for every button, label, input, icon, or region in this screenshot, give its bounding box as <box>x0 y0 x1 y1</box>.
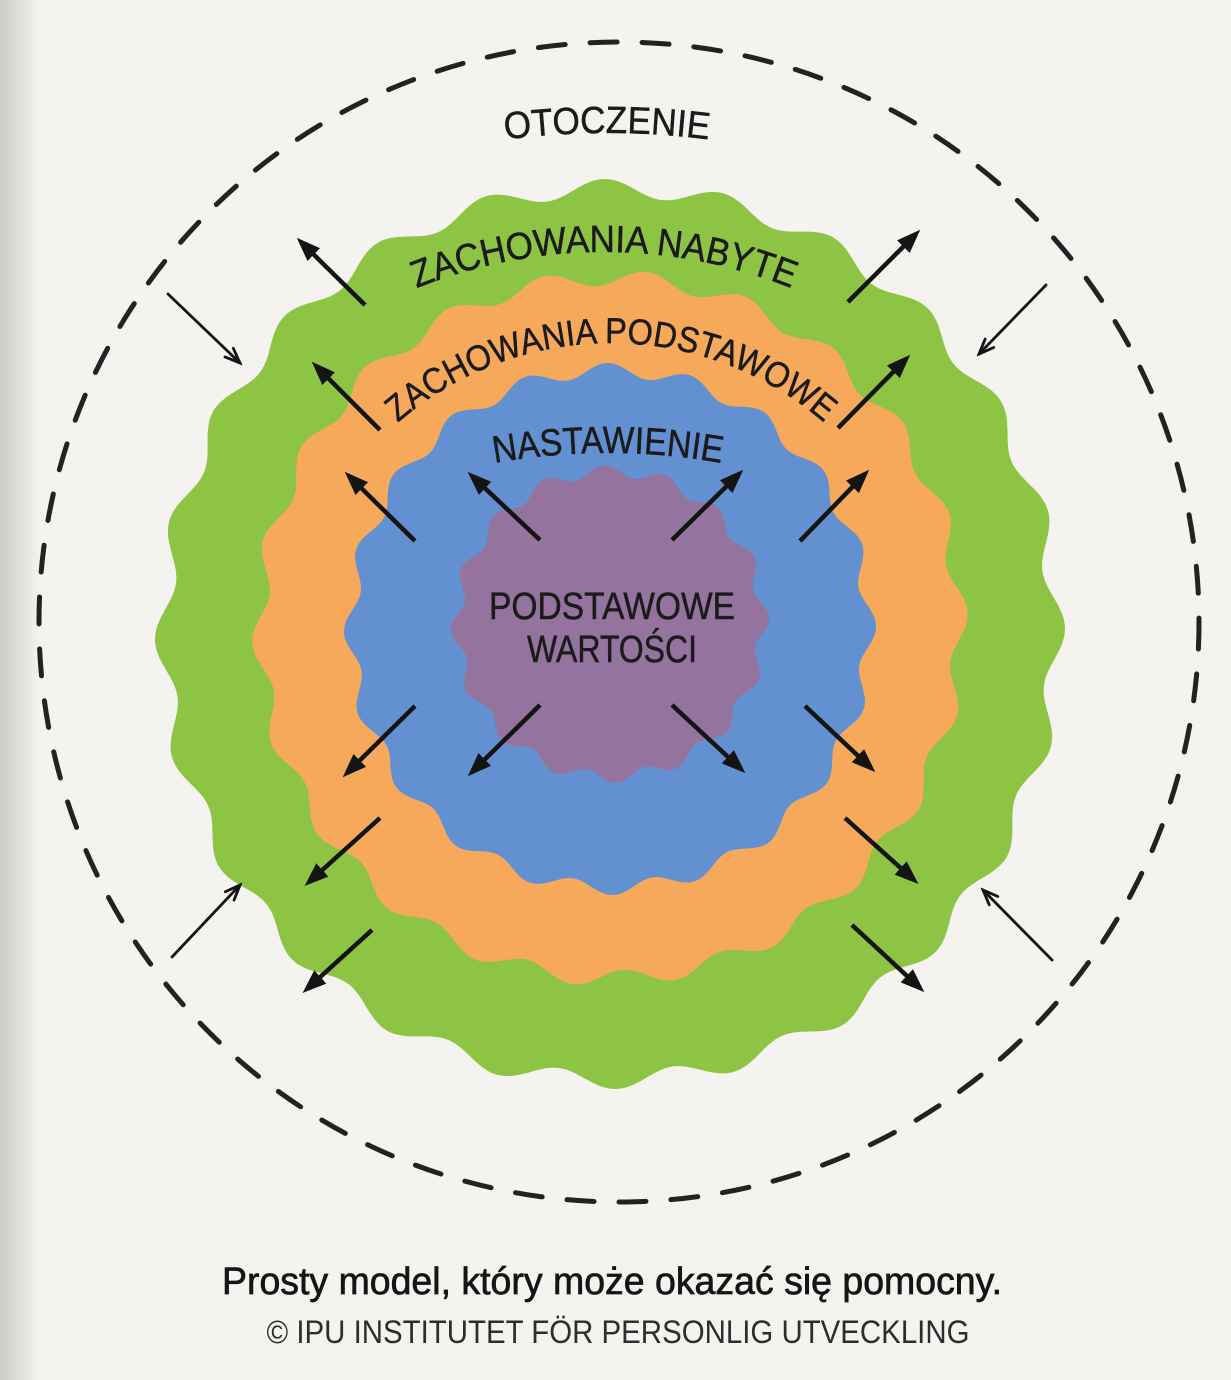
outward-arrow-wartosci-lower-left <box>467 703 542 777</box>
outward-arrow-wartosci-upper-right <box>670 469 744 542</box>
outward-arrow-nastawienie-lower-right <box>803 704 876 773</box>
outward-arrow-nabyte-upper-right <box>846 229 921 304</box>
outward-arrow-podstawowe-upper-left <box>311 361 382 432</box>
inward-arrow-upper-left <box>166 292 240 363</box>
paper-edge-shadow <box>0 0 40 1380</box>
environment-label: OTOCZENIE <box>502 100 713 148</box>
inward-arrow-lower-right <box>983 890 1054 962</box>
inward-arrow-lower-left <box>170 885 240 959</box>
figure-caption: Prosty model, który może okazać się pomo… <box>222 1261 1002 1303</box>
outward-arrow-nabyte-lower-left <box>302 928 374 994</box>
outward-arrow-wartosci-upper-left <box>467 471 542 542</box>
outward-arrow-podstawowe-lower-left <box>304 816 382 887</box>
label-podstawowe-wartosci-line-1: PODSTAWOWE <box>489 586 735 628</box>
inward-arrow-upper-right <box>979 283 1048 354</box>
outward-arrow-nabyte-upper-left <box>296 237 367 307</box>
copyright-notice: © IPU INSTITUTET FÖR PERSONLIG UTVECKLIN… <box>267 1314 970 1350</box>
environment-boundary <box>36 39 1202 1205</box>
environment-label-text: OTOCZENIE <box>501 100 712 149</box>
outward-arrow-nastawienie-upper-right <box>798 469 870 543</box>
outward-arrow-nastawienie-upper-left <box>344 471 417 543</box>
outward-arrow-podstawowe-upper-right <box>836 354 911 430</box>
outward-arrow-nabyte-lower-right <box>850 923 925 993</box>
outward-arrow-nastawienie-lower-left <box>342 704 417 778</box>
layer-podstawowe-wartosci <box>451 465 769 783</box>
outward-arrow-podstawowe-lower-right <box>843 816 919 885</box>
label-podstawowe-wartosci-line-2: WARTOŚCI <box>527 626 697 671</box>
outward-arrow-wartosci-lower-right <box>670 703 746 774</box>
